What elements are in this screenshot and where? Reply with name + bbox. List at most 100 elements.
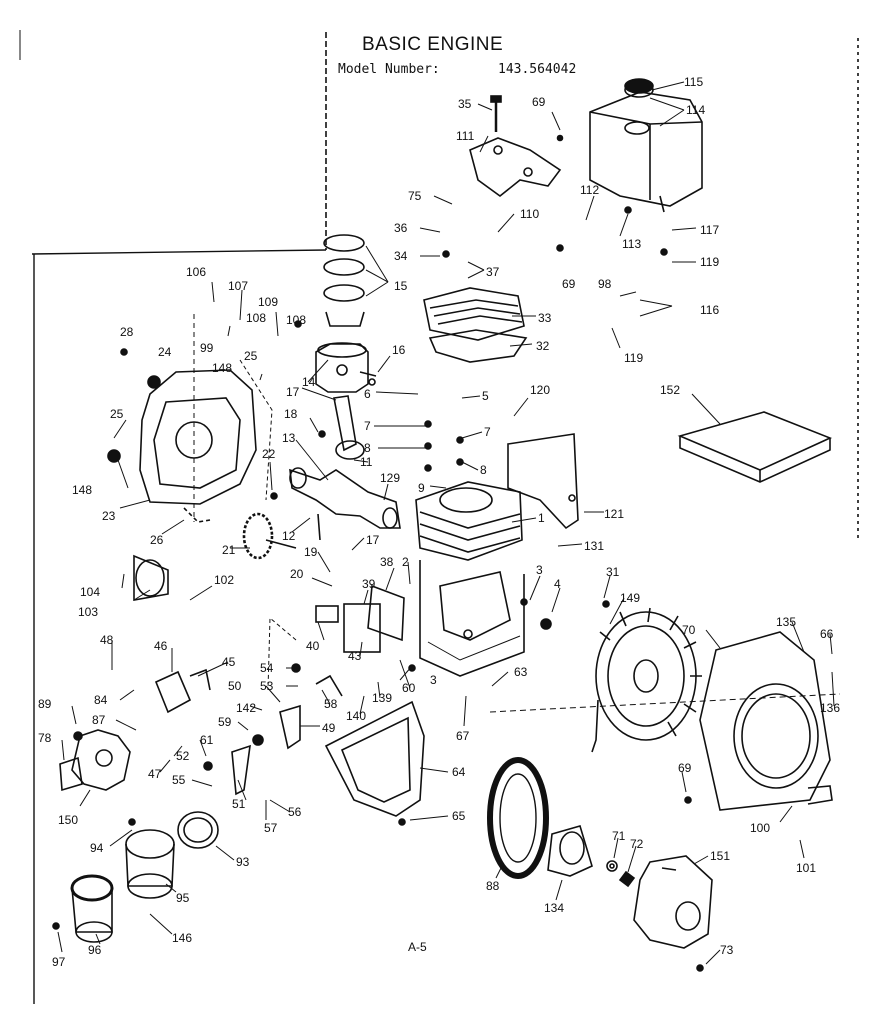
frame-lines xyxy=(19,30,859,1004)
callout-6: 6 xyxy=(364,387,371,401)
callout-146: 146 xyxy=(172,931,192,945)
cylinder-shield-114 xyxy=(589,78,703,213)
callout-4: 4 xyxy=(554,577,561,591)
cylinder-block-1 xyxy=(415,481,525,677)
callout-111: 111 xyxy=(456,129,475,143)
callout-61: 61 xyxy=(200,733,214,747)
callout-148: 148 xyxy=(72,483,92,497)
callout-149: 149 xyxy=(620,591,640,605)
callout-78: 78 xyxy=(38,731,52,745)
callout-40: 40 xyxy=(306,639,320,653)
callout-59: 59 xyxy=(218,715,232,729)
flywheel-149 xyxy=(591,607,702,753)
callout-7: 7 xyxy=(364,419,371,433)
callout-101: 101 xyxy=(796,861,816,875)
callout-12: 12 xyxy=(282,529,296,543)
callout-35: 35 xyxy=(458,97,472,111)
callout-112: 112 xyxy=(580,183,599,197)
callout-8: 8 xyxy=(480,463,487,477)
callout-142: 142 xyxy=(236,701,256,715)
callout-3: 3 xyxy=(430,673,437,687)
callout-60: 60 xyxy=(402,681,416,695)
callout-15: 15 xyxy=(394,279,408,293)
blower-housing-135 xyxy=(489,631,841,811)
callout-63: 63 xyxy=(514,665,528,679)
air-cleaner-cover-93 xyxy=(177,811,219,849)
callout-119: 119 xyxy=(624,351,643,365)
callout-148: 148 xyxy=(212,361,232,375)
callout-94: 94 xyxy=(90,841,104,855)
callout-36: 36 xyxy=(394,221,408,235)
callout-33: 33 xyxy=(538,311,552,325)
page-number: A-5 xyxy=(408,940,427,954)
callout-20: 20 xyxy=(290,567,304,581)
callout-150: 150 xyxy=(58,813,78,827)
cylinder-baffle-64 xyxy=(324,700,425,817)
callout-103: 103 xyxy=(78,605,98,619)
diagram-title: BASIC ENGINE xyxy=(362,34,504,55)
callout-38: 38 xyxy=(380,555,394,569)
callout-75: 75 xyxy=(408,189,422,203)
callout-97: 97 xyxy=(52,955,66,969)
callout-119: 119 xyxy=(700,255,719,269)
callout-54: 54 xyxy=(260,661,274,675)
callout-100: 100 xyxy=(750,821,770,835)
callout-22: 22 xyxy=(262,447,276,461)
callout-140: 140 xyxy=(346,709,366,723)
callout-71: 71 xyxy=(612,829,626,843)
callout-70: 70 xyxy=(682,623,696,637)
callout-19: 19 xyxy=(304,545,318,559)
callout-108: 108 xyxy=(286,313,306,327)
callout-25: 25 xyxy=(110,407,124,421)
rotating-screen-88 xyxy=(487,757,549,879)
callout-28: 28 xyxy=(120,325,134,339)
rewind-starter-151 xyxy=(633,855,713,949)
air-cleaner-element-96 xyxy=(70,874,114,943)
air-baffle-121 xyxy=(507,433,579,530)
callout-114: 114 xyxy=(686,103,705,117)
part-callouts: 115 114 35 69 111 75 112 110 36 113 117 … xyxy=(38,75,840,969)
callout-135: 135 xyxy=(776,615,796,629)
callout-46: 46 xyxy=(154,639,168,653)
callout-96: 96 xyxy=(88,943,102,957)
callout-93: 93 xyxy=(236,855,250,869)
callout-25: 25 xyxy=(244,349,258,363)
callout-65: 65 xyxy=(452,809,466,823)
callout-17: 17 xyxy=(286,385,300,399)
callout-8: 8 xyxy=(364,441,371,455)
callout-98: 98 xyxy=(598,277,612,291)
callout-67: 67 xyxy=(456,729,470,743)
connecting-rod-17 xyxy=(333,371,377,460)
callout-115: 115 xyxy=(684,75,703,89)
callout-49: 49 xyxy=(322,721,336,735)
callout-32: 32 xyxy=(536,339,550,353)
callout-116: 116 xyxy=(700,303,719,317)
callout-11: 11 xyxy=(360,455,373,469)
callout-151: 151 xyxy=(710,849,730,863)
starter-cup-134 xyxy=(547,825,636,888)
callout-48: 48 xyxy=(100,633,114,647)
carburetor-150 xyxy=(59,729,131,792)
callout-73: 73 xyxy=(720,943,734,957)
governor-linkage xyxy=(133,554,405,796)
callout-37: 37 xyxy=(486,265,500,279)
callout-21: 21 xyxy=(222,543,236,557)
callout-43: 43 xyxy=(348,649,362,663)
callout-120: 120 xyxy=(530,383,550,397)
callout-23: 23 xyxy=(102,509,116,523)
callout-7: 7 xyxy=(484,425,491,439)
leader-lines xyxy=(57,81,835,965)
callout-57: 57 xyxy=(264,821,278,835)
callout-136: 136 xyxy=(820,701,840,715)
callout-104: 104 xyxy=(80,585,100,599)
callout-53: 53 xyxy=(260,679,274,693)
callout-17: 17 xyxy=(366,533,380,547)
callout-16: 16 xyxy=(392,343,406,357)
callout-14: 14 xyxy=(302,375,316,389)
callout-2: 2 xyxy=(402,555,409,569)
callout-31: 31 xyxy=(606,565,620,579)
callout-3: 3 xyxy=(536,563,543,577)
callout-69: 69 xyxy=(532,95,546,109)
callout-56: 56 xyxy=(288,805,302,819)
